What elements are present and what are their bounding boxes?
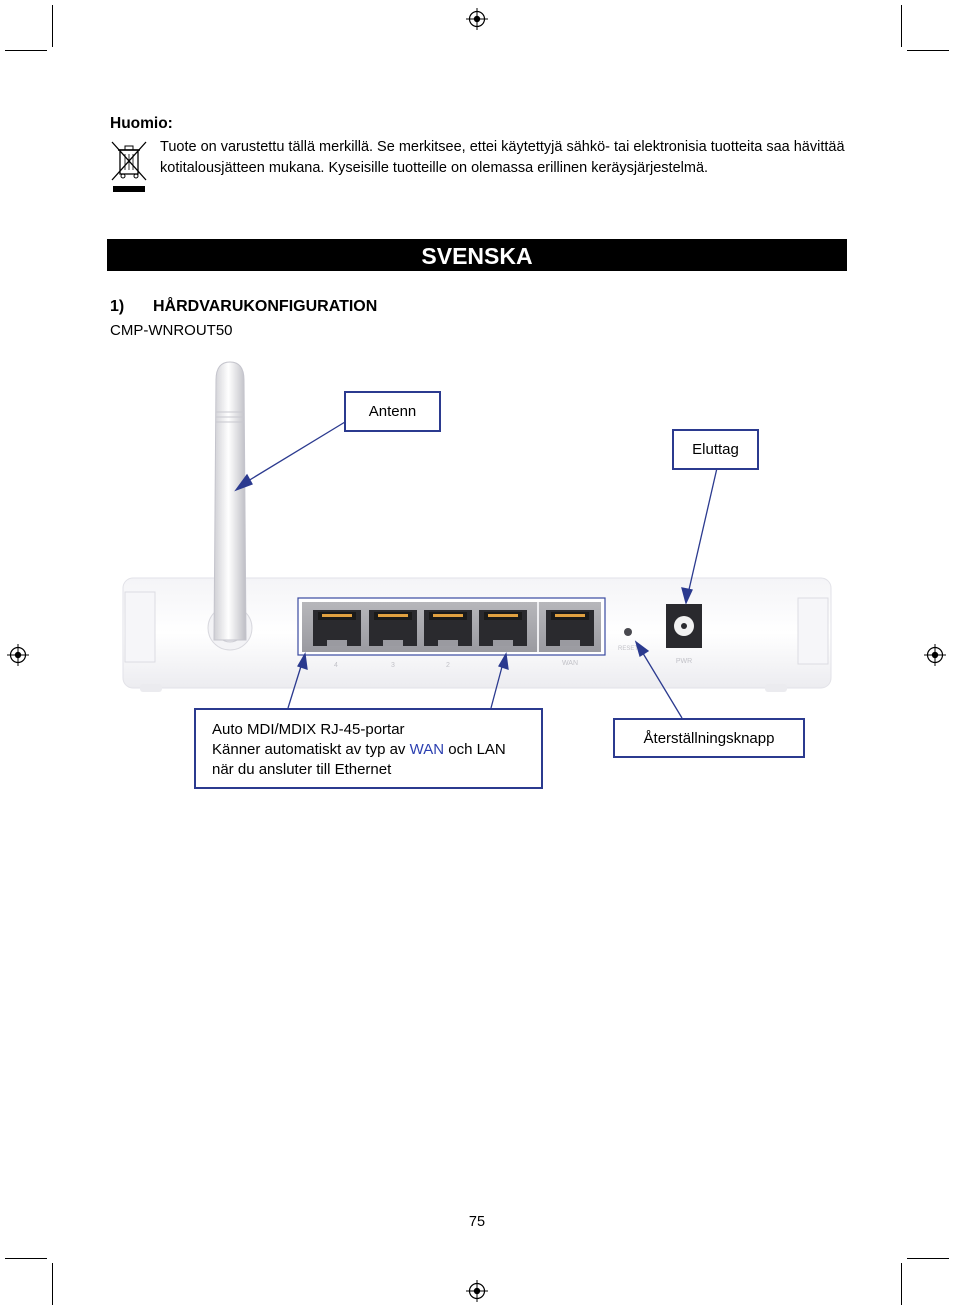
antenna-callout-label: Antenn bbox=[368, 403, 417, 420]
note-title: Huomio: bbox=[110, 115, 173, 132]
port-label-2: 2 bbox=[446, 662, 450, 669]
reset-button bbox=[624, 628, 632, 636]
reset-callout: Återställningsknapp bbox=[613, 718, 805, 758]
ports-callout: Auto MDI/MDIX RJ-45-portar Känner automa… bbox=[194, 708, 543, 789]
crop-mark bbox=[901, 1263, 902, 1305]
section-title: HÅRDVARUKONFIGURATION bbox=[153, 298, 378, 315]
crop-mark bbox=[52, 1263, 53, 1305]
ports-callout-line2: Känner automatiskt av typ av WAN och LAN bbox=[212, 740, 525, 760]
arrowhead bbox=[634, 640, 650, 658]
registration-mark-icon bbox=[7, 644, 29, 666]
reset-label: RESET bbox=[618, 646, 638, 652]
antenna bbox=[207, 361, 253, 651]
registration-mark-icon bbox=[924, 644, 946, 666]
reset-leader bbox=[640, 649, 683, 719]
port-label-3: 3 bbox=[391, 662, 395, 669]
ports-panel bbox=[297, 597, 606, 656]
crop-mark bbox=[901, 5, 902, 47]
crop-mark bbox=[907, 50, 949, 51]
section-heading: 1) HÅRDVARUKONFIGURATION bbox=[110, 298, 377, 316]
port-label-wan: WAN bbox=[562, 660, 578, 667]
ports-callout-text: Känner automatiskt av typ av bbox=[212, 741, 410, 758]
crop-mark bbox=[52, 5, 53, 47]
arrowhead bbox=[681, 587, 693, 605]
crossed-bin-icon bbox=[111, 141, 147, 192]
port-label-4: 4 bbox=[334, 662, 338, 669]
ports-callout-text: och LAN bbox=[444, 741, 506, 758]
arrowhead bbox=[498, 652, 509, 670]
power-callout: Eluttag bbox=[672, 429, 759, 470]
registration-mark-icon bbox=[466, 1280, 488, 1302]
power-jack bbox=[666, 604, 702, 648]
ports-callout-line1: Auto MDI/MDIX RJ-45-portar bbox=[212, 721, 405, 738]
antenna-leader bbox=[242, 421, 346, 485]
model-number: CMP-WNROUT50 bbox=[110, 322, 233, 339]
crop-mark bbox=[5, 1258, 47, 1259]
ports-leader-right bbox=[490, 662, 504, 709]
crop-mark bbox=[5, 50, 47, 51]
power-leader bbox=[687, 467, 718, 595]
arrowhead bbox=[297, 652, 308, 670]
ports-leader-left bbox=[287, 662, 303, 709]
language-banner: SVENSKA bbox=[107, 239, 847, 271]
crop-mark bbox=[907, 1258, 949, 1259]
note-text: Tuote on varustettu tällä merkillä. Se m… bbox=[160, 139, 845, 176]
power-label: PWR bbox=[676, 658, 692, 665]
antenna-callout: Antenn bbox=[344, 391, 441, 432]
ports-callout-line3: när du ansluter till Ethernet bbox=[212, 761, 392, 778]
power-callout-label: Eluttag bbox=[692, 441, 739, 458]
ports-callout-wan: WAN bbox=[409, 741, 445, 758]
registration-mark-icon bbox=[466, 8, 488, 30]
arrowhead bbox=[234, 473, 253, 492]
reset-callout-label: Återställningsknapp bbox=[643, 729, 775, 747]
section-number: 1) bbox=[110, 298, 125, 315]
page-number: 75 bbox=[468, 1214, 486, 1230]
